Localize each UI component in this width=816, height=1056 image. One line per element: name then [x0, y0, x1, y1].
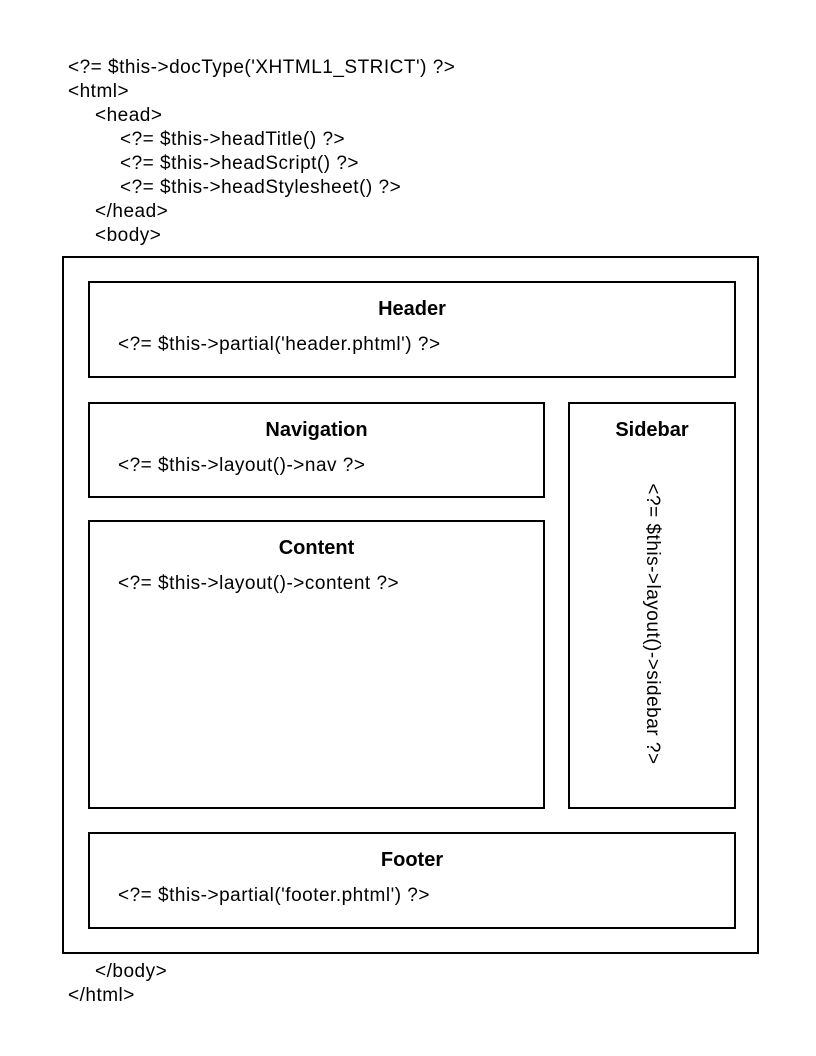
layout-diagram: Header <?= $this->partial('header.phtml'… — [62, 256, 759, 954]
header-box-code: <?= $this->partial('header.phtml') ?> — [118, 334, 441, 355]
navigation-box: Navigation <?= $this->layout()->nav ?> — [88, 402, 545, 498]
code-block-top: <?= $this->docType('XHTML1_STRICT') ?> <… — [68, 56, 455, 248]
content-box-code: <?= $this->layout()->content ?> — [118, 573, 400, 594]
code-line-body-open: <body> — [95, 225, 162, 246]
header-box: Header <?= $this->partial('header.phtml'… — [88, 281, 736, 378]
navigation-box-title: Navigation — [265, 419, 368, 441]
code-line-head-close: </head> — [95, 201, 169, 222]
footer-box-title: Footer — [380, 849, 444, 871]
code-line-head-open: <head> — [95, 105, 163, 126]
code-line-head-script: <?= $this->headScript() ?> — [120, 153, 360, 174]
code-line-html-close: </html> — [68, 985, 135, 1006]
sidebar-box-title: Sidebar — [615, 419, 689, 441]
code-line-head-title: <?= $this->headTitle() ?> — [120, 129, 346, 150]
code-block-bottom: </body> </html> — [68, 960, 167, 1008]
sidebar-box-code: <?= $this->layout()->sidebar ?> — [642, 483, 663, 765]
footer-box: Footer <?= $this->partial('footer.phtml'… — [88, 832, 736, 929]
content-box-title: Content — [278, 537, 355, 559]
sidebar-box: Sidebar <?= $this->layout()->sidebar ?> — [568, 402, 736, 809]
content-box: Content <?= $this->layout()->content ?> — [88, 520, 545, 809]
code-line-html-open: <html> — [68, 81, 130, 102]
code-line-body-close: </body> — [95, 961, 168, 982]
header-box-title: Header — [378, 298, 446, 320]
footer-box-code: <?= $this->partial('footer.phtml') ?> — [118, 885, 430, 906]
navigation-box-code: <?= $this->layout()->nav ?> — [118, 455, 366, 476]
code-line-head-stylesheet: <?= $this->headStylesheet() ?> — [120, 177, 402, 198]
code-line-doctype: <?= $this->docType('XHTML1_STRICT') ?> — [68, 57, 456, 78]
